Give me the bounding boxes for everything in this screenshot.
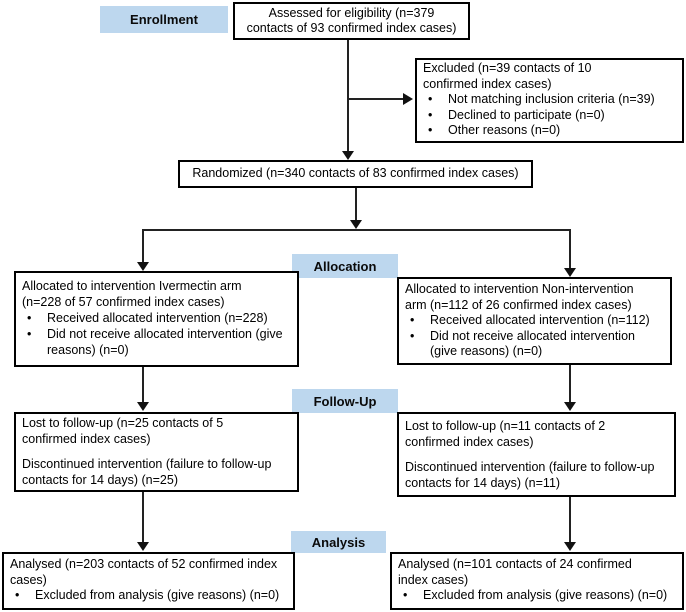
list-item: • Not matching inclusion criteria (n=39) bbox=[423, 92, 676, 108]
randomized-box: Randomized (n=340 contacts of 83 confirm… bbox=[178, 160, 533, 188]
bullet-icon: • bbox=[428, 107, 433, 122]
received-intervention-text: Received allocated intervention (n=228) bbox=[47, 311, 268, 325]
list-item: • Received allocated intervention (n=228… bbox=[22, 310, 291, 326]
arrowhead-down-icon bbox=[564, 402, 576, 411]
excluded-reason-declined: Declined to participate (n=0) bbox=[448, 107, 605, 122]
discontinued-intervention-text: Discontinued intervention (failure to fo… bbox=[405, 460, 655, 490]
excluded-reason-other: Other reasons (n=0) bbox=[448, 123, 561, 137]
arrowhead-down-icon bbox=[342, 151, 354, 160]
list-item: • Received allocated intervention (n=112… bbox=[405, 313, 664, 329]
arrowhead-down-icon bbox=[350, 220, 362, 229]
connector-followup-to-analysis-right bbox=[569, 497, 571, 543]
bullet-icon: • bbox=[410, 313, 415, 327]
allocation-nonintervention-box: Allocated to intervention Non-interventi… bbox=[397, 277, 672, 365]
list-item: • Declined to participate (n=0) bbox=[423, 108, 676, 124]
bullet-icon: • bbox=[15, 588, 20, 602]
bullet-icon: • bbox=[428, 92, 433, 106]
lost-to-followup-text: Lost to follow-up (n=11 contacts of 2 co… bbox=[405, 419, 606, 449]
arrowhead-down-icon bbox=[564, 268, 576, 277]
arrowhead-down-icon bbox=[564, 542, 576, 551]
connector-branch-to-excluded bbox=[349, 98, 404, 100]
connector-followup-to-analysis-left bbox=[142, 492, 144, 543]
excluded-from-analysis-text: Excluded from analysis (give reasons) (n… bbox=[35, 588, 280, 602]
excluded-reason-not-matching: Not matching inclusion criteria (n=39) bbox=[448, 92, 655, 106]
list-item: • Did not receive allocated intervention… bbox=[22, 326, 291, 358]
analysed-title: Analysed (n=101 contacts of 24 confirmed… bbox=[398, 557, 632, 587]
connector-split-to-ivermectin bbox=[142, 229, 144, 263]
assessed-eligibility-box: Assessed for eligibility (n=379 contacts… bbox=[233, 2, 470, 40]
excluded-box: Excluded (n=39 contacts of 10 confirmed … bbox=[415, 58, 684, 143]
allocation-ivermectin-box: Allocated to intervention Ivermectin arm… bbox=[14, 271, 299, 367]
bullet-icon: • bbox=[410, 328, 415, 343]
randomized-text: Randomized (n=340 contacts of 83 confirm… bbox=[192, 166, 519, 181]
arrowhead-down-icon bbox=[137, 262, 149, 271]
analysis-nonintervention-box: Analysed (n=101 contacts of 24 confirmed… bbox=[390, 552, 684, 610]
received-intervention-text: Received allocated intervention (n=112) bbox=[430, 313, 650, 327]
connector-alloc-to-followup-right bbox=[569, 365, 571, 403]
assessed-eligibility-text: Assessed for eligibility (n=379 contacts… bbox=[246, 5, 457, 36]
excluded-title: Excluded (n=39 contacts of 10 confirmed … bbox=[423, 61, 592, 91]
bullet-icon: • bbox=[428, 123, 433, 137]
bullet-icon: • bbox=[403, 588, 408, 602]
did-not-receive-text: Did not receive allocated intervention (… bbox=[430, 328, 635, 359]
allocation-ivermectin-title: Allocated to intervention Ivermectin arm… bbox=[22, 279, 242, 309]
bullet-icon: • bbox=[27, 327, 32, 341]
arrowhead-right-icon bbox=[403, 93, 413, 105]
connector-split-to-nonintervention bbox=[569, 229, 571, 269]
bullet-icon: • bbox=[27, 311, 32, 325]
connector-alloc-to-followup-left bbox=[142, 367, 144, 403]
stage-label-analysis: Analysis bbox=[291, 531, 386, 553]
followup-nonintervention-box: Lost to follow-up (n=11 contacts of 2 co… bbox=[397, 412, 676, 497]
stage-label-allocation: Allocation bbox=[292, 254, 398, 278]
arrowhead-down-icon bbox=[137, 542, 149, 551]
analysed-title: Analysed (n=203 contacts of 52 confirmed… bbox=[10, 557, 278, 587]
discontinued-intervention-text: Discontinued intervention (failure to fo… bbox=[22, 457, 272, 487]
stage-label-enrollment: Enrollment bbox=[100, 6, 228, 33]
did-not-receive-text: Did not receive allocated intervention (… bbox=[47, 327, 283, 357]
arrowhead-down-icon bbox=[137, 402, 149, 411]
allocation-nonintervention-title: Allocated to intervention Non-interventi… bbox=[405, 282, 634, 312]
followup-ivermectin-box: Lost to follow-up (n=25 contacts of 5 co… bbox=[14, 412, 299, 492]
list-item: • Excluded from analysis (give reasons) … bbox=[398, 588, 676, 604]
connector-split-horizontal bbox=[142, 229, 571, 231]
analysis-ivermectin-box: Analysed (n=203 contacts of 52 confirmed… bbox=[2, 552, 295, 610]
connector-assessed-to-randomized bbox=[347, 40, 349, 152]
stage-label-follow-up: Follow-Up bbox=[292, 389, 398, 413]
list-item: • Other reasons (n=0) bbox=[423, 123, 676, 139]
list-item: • Did not receive allocated intervention… bbox=[405, 329, 664, 360]
connector-randomized-to-split bbox=[355, 188, 357, 221]
excluded-from-analysis-text: Excluded from analysis (give reasons) (n… bbox=[423, 588, 668, 602]
lost-to-followup-text: Lost to follow-up (n=25 contacts of 5 co… bbox=[22, 416, 224, 446]
list-item: • Excluded from analysis (give reasons) … bbox=[10, 588, 287, 604]
